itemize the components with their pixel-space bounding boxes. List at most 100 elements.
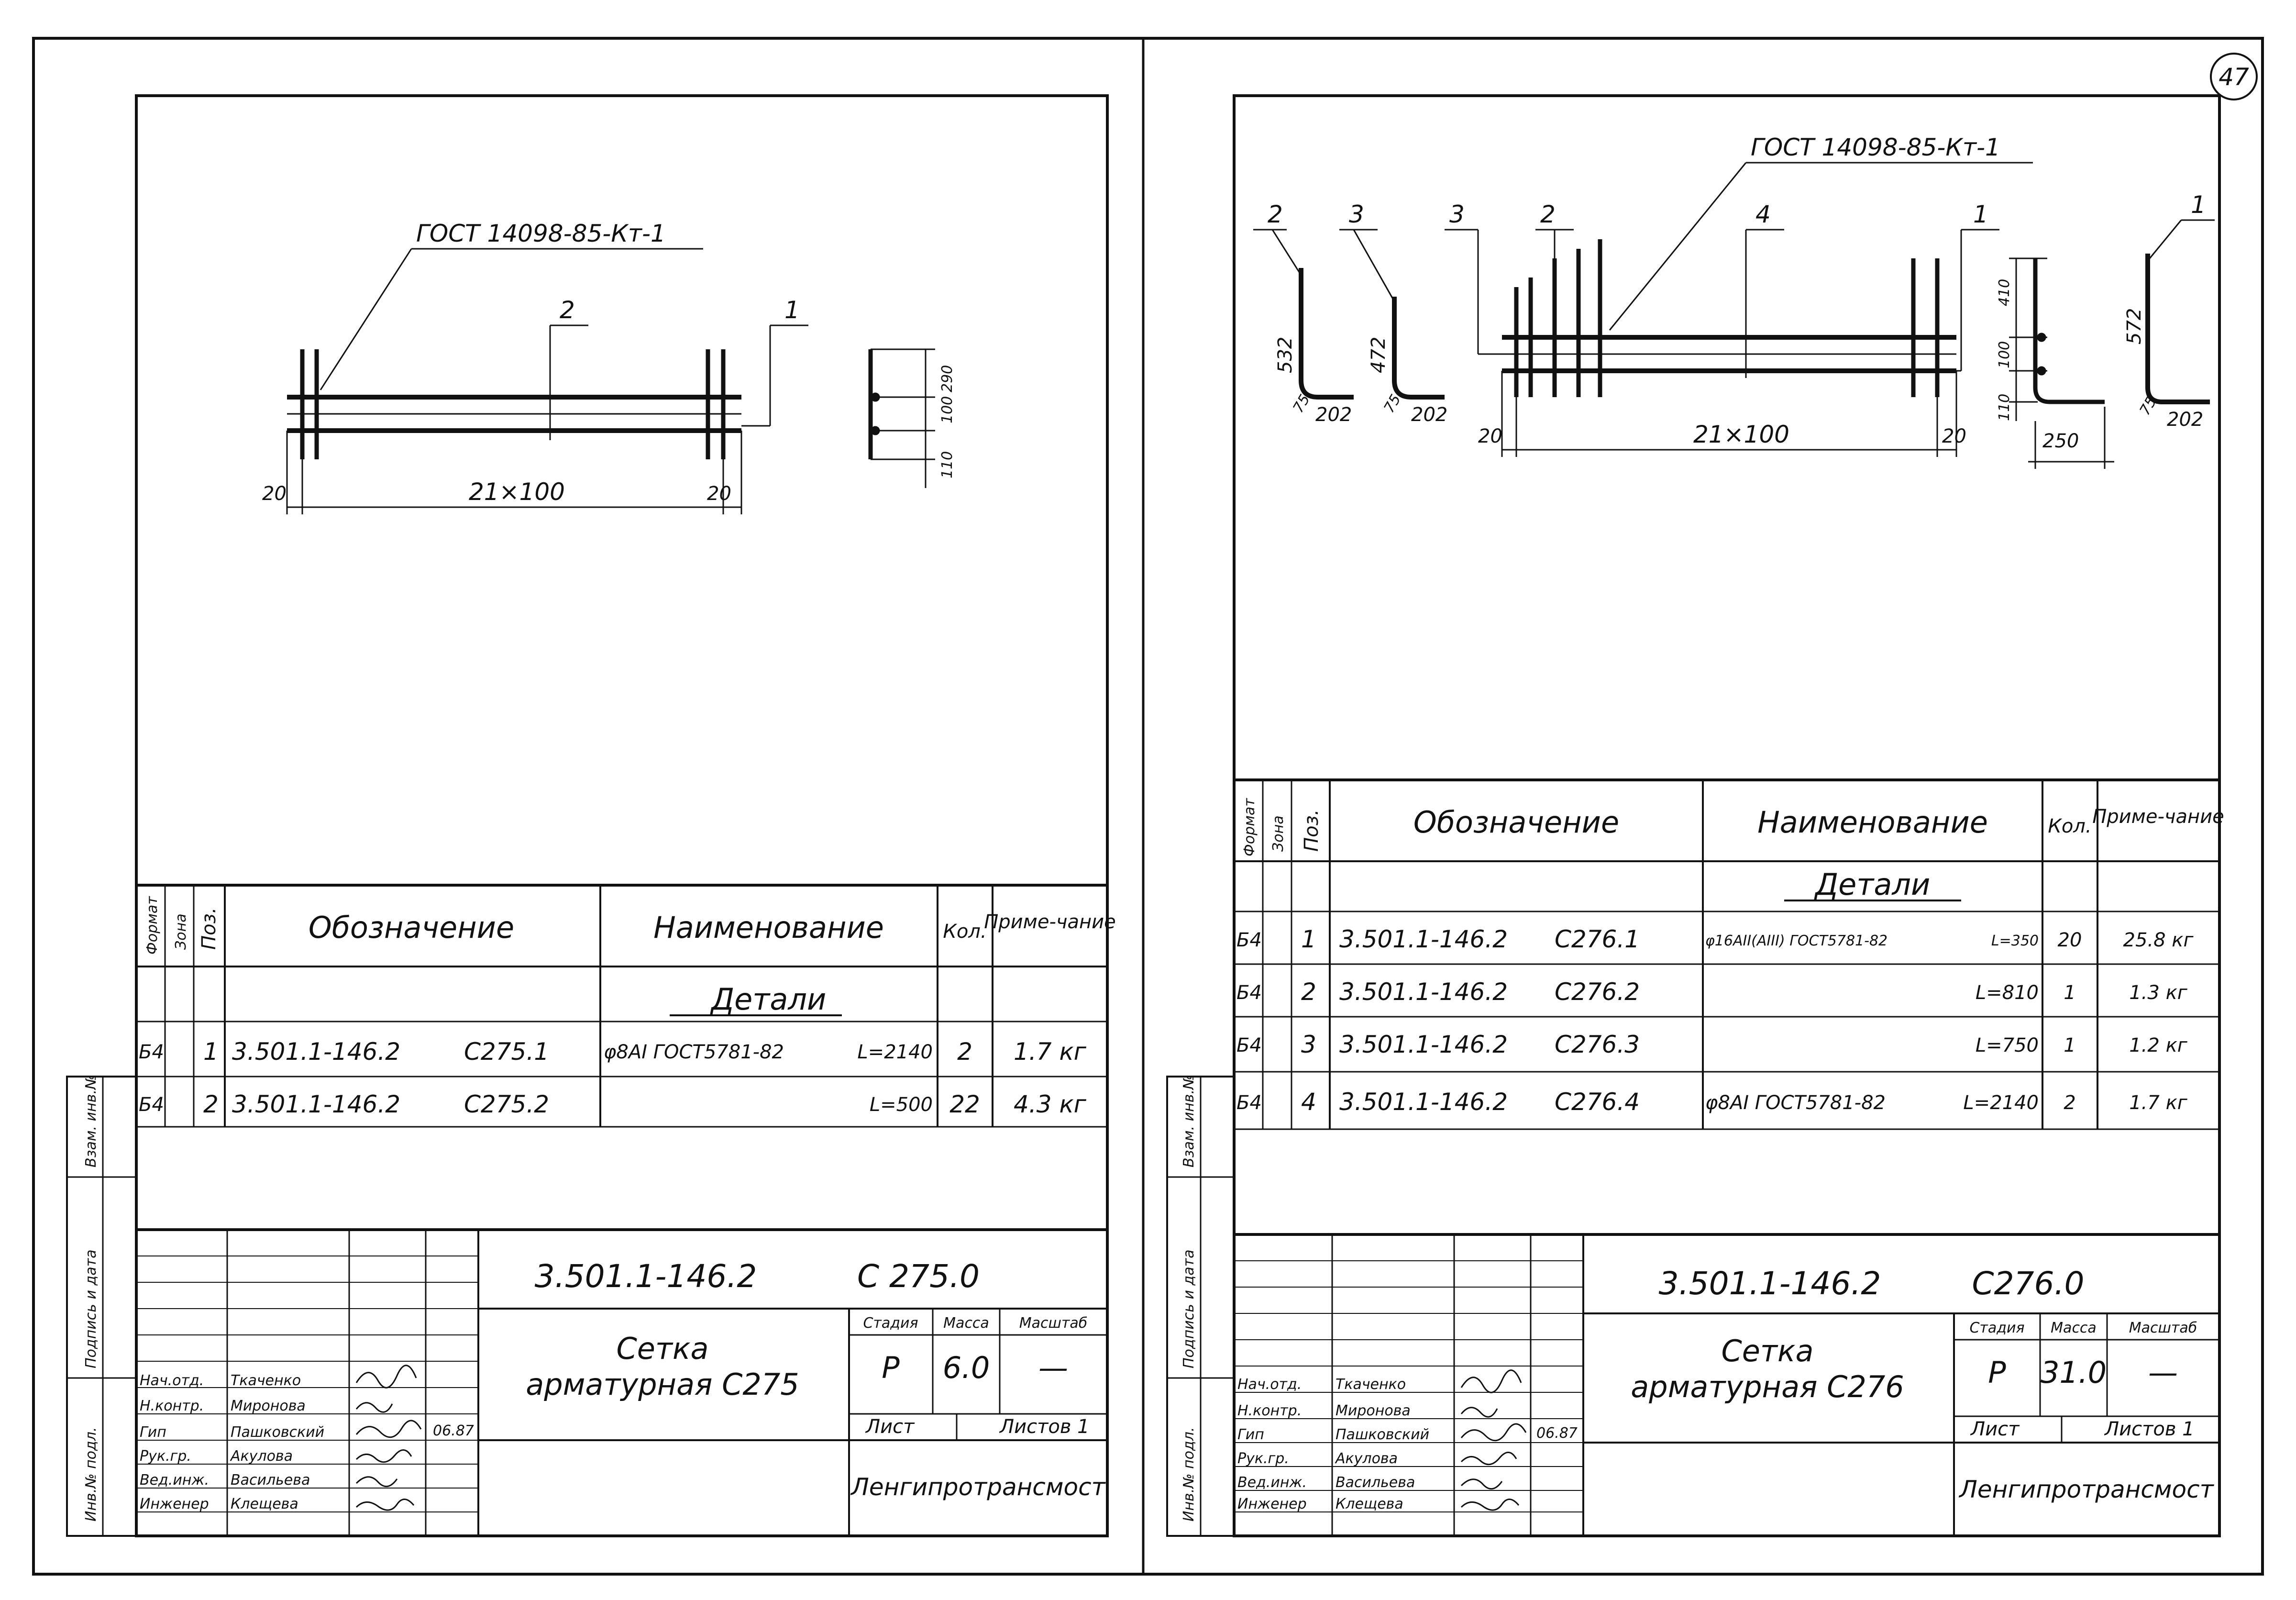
dim-span: 21×100 xyxy=(469,478,565,506)
side-label-sign: Подпись и дата xyxy=(83,1250,99,1369)
svg-text:1.2 кг: 1.2 кг xyxy=(2129,1034,2187,1056)
svg-text:L=810: L=810 xyxy=(1976,982,2039,1004)
hdr-name: Наименование xyxy=(1757,805,1988,840)
side-label-sign: Подпись и дата xyxy=(1181,1250,1197,1369)
doc-number: 3.501.1-146.2 xyxy=(1659,1265,1881,1302)
svg-text:2: 2 xyxy=(957,1038,972,1066)
left-side-labels: Инв.№ подл. Подпись и дата Взам. инв.№ xyxy=(83,1075,99,1522)
hdr-name: Наименование xyxy=(653,910,884,945)
dim-end-right: 20 xyxy=(707,483,731,505)
callout-bent-3: 3 xyxy=(1349,200,1364,228)
dim-end-right: 20 xyxy=(1942,425,1966,447)
hdr-zone: Зона xyxy=(1270,815,1287,852)
svg-text:φ16АII(АIII) ГОСТ5781-82: φ16АII(АIII) ГОСТ5781-82 xyxy=(1705,933,1888,949)
svg-text:L=750: L=750 xyxy=(1976,1034,2039,1056)
svg-text:Инженер: Инженер xyxy=(1237,1496,1307,1512)
svg-text:Б4: Б4 xyxy=(139,1094,164,1116)
callout-mesh-2: 2 xyxy=(1540,200,1556,228)
table-row: Б4 2 3.501.1-146.2 С275.2 L=500 22 4.3 к… xyxy=(139,1090,1087,1118)
outer-frame xyxy=(32,37,2264,1576)
svg-text:3.501.1-146.2: 3.501.1-146.2 xyxy=(232,1090,400,1118)
label-sheet: Лист xyxy=(865,1416,915,1438)
svg-text:1: 1 xyxy=(1301,925,1316,953)
bent-left-h1: 532 xyxy=(1274,337,1296,373)
label-sheets: Листов 1 xyxy=(2104,1418,2195,1440)
svg-text:1.7 кг: 1.7 кг xyxy=(2129,1092,2187,1114)
side-label-inv: Инв.№ подл. xyxy=(83,1427,99,1522)
label-stage: Стадия xyxy=(863,1315,918,1332)
hdr-format: Формат xyxy=(144,896,161,955)
value-mass: 31.0 xyxy=(2041,1355,2107,1390)
svg-text:С276.1: С276.1 xyxy=(1555,925,1640,953)
label-sheet: Лист xyxy=(1970,1418,2020,1440)
left-signatures xyxy=(355,1365,422,1511)
bent-left-w2: 202 xyxy=(1411,404,1447,426)
table-row: Б4 1 3.501.1-146.2 С275.1 φ8АI ГОСТ5781-… xyxy=(139,1038,1087,1066)
right-spec-table xyxy=(1234,778,2219,1236)
right-drawing-labels: ГОСТ 14098-85-Кт-1 2 3 3 2 4 1 1 532 472… xyxy=(1268,133,2206,452)
right-title-text: 3.501.1-146.2 С276.0 Сетка арматурная С2… xyxy=(1237,1265,2215,1512)
svg-text:φ8АI ГОСТ5781-82: φ8АI ГОСТ5781-82 xyxy=(604,1041,784,1063)
svg-text:3.501.1-146.2: 3.501.1-146.2 xyxy=(1339,978,1508,1006)
hdr-note: Приме-чание xyxy=(2092,806,2224,828)
svg-text:φ8АI ГОСТ5781-82: φ8АI ГОСТ5781-82 xyxy=(1705,1092,1886,1114)
left-mesh-drawing xyxy=(286,248,935,514)
table-row: Б4 1 3.501.1-146.2 С276.1 φ16АII(АIII) Г… xyxy=(1236,925,2194,953)
value-stage: Р xyxy=(882,1350,900,1385)
svg-text:3.501.1-146.2: 3.501.1-146.2 xyxy=(1339,1088,1508,1116)
svg-text:4.3 кг: 4.3 кг xyxy=(1014,1090,1087,1118)
callout-bent-1: 1 xyxy=(2191,191,2206,219)
svg-text:L=500: L=500 xyxy=(870,1094,933,1116)
svg-text:Ткаченко: Ткаченко xyxy=(231,1372,301,1389)
svg-text:Клещева: Клещева xyxy=(231,1496,298,1512)
bent-left-h2: 472 xyxy=(1368,337,1390,373)
hdr-designation: Обозначение xyxy=(309,910,514,945)
date: 06.87 xyxy=(1536,1425,1578,1442)
left-spec-text: Формат Зона Поз. Обозначение Наименовани… xyxy=(139,896,1116,1118)
hdr-qty: Кол. xyxy=(2048,815,2091,837)
value-scale: — xyxy=(2148,1355,2178,1390)
title-line2: арматурная С275 xyxy=(526,1367,799,1402)
svg-text:Рук.гр.: Рук.гр. xyxy=(140,1448,191,1465)
date: 06.87 xyxy=(433,1422,474,1439)
side-label-replace: Взам. инв.№ xyxy=(1181,1075,1197,1167)
svg-text:1.3 кг: 1.3 кг xyxy=(2129,982,2187,1004)
standard-note: ГОСТ 14098-85-Кт-1 xyxy=(1751,133,2000,161)
bent-right-w: 202 xyxy=(2167,409,2203,431)
svg-text:Клещева: Клещева xyxy=(1336,1496,1403,1512)
right-sheet: Инв.№ подл. Подпись и дата Взам. инв.№ xyxy=(1166,94,2224,1537)
svg-text:Б4: Б4 xyxy=(1236,1092,1262,1114)
svg-text:Б4: Б4 xyxy=(1236,929,1262,951)
value-scale: — xyxy=(1038,1350,1068,1385)
org-name: Ленгипротрансмост xyxy=(1958,1476,2214,1503)
section-dim-mid: 100 xyxy=(1996,341,2013,368)
drawing-code: С 275.0 xyxy=(857,1258,980,1295)
left-sheet: Инв.№ подл. Подпись и дата Взам. инв.№ xyxy=(66,94,1116,1537)
svg-text:Васильева: Васильева xyxy=(231,1472,310,1489)
svg-text:Нач.отд.: Нач.отд. xyxy=(1237,1376,1302,1393)
svg-text:Н.контр.: Н.контр. xyxy=(140,1398,204,1414)
svg-text:С276.2: С276.2 xyxy=(1555,978,1640,1006)
left-title-text: 3.501.1-146.2 С 275.0 Сетка арматурная С… xyxy=(140,1258,1106,1512)
right-spec-text: Формат Зона Поз. Обозначение Наименовани… xyxy=(1236,798,2224,1116)
callout-mesh-3: 3 xyxy=(1449,200,1465,228)
side-label-replace: Взам. инв.№ xyxy=(83,1075,99,1167)
svg-text:3.501.1-146.2: 3.501.1-146.2 xyxy=(1339,1031,1508,1058)
svg-text:2: 2 xyxy=(1301,978,1316,1006)
value-stage: Р xyxy=(1988,1355,2006,1390)
svg-text:Пашковский: Пашковский xyxy=(231,1424,324,1441)
svg-text:Ткаченко: Ткаченко xyxy=(1336,1376,1406,1393)
standard-note: ГОСТ 14098-85-Кт-1 xyxy=(416,220,666,247)
svg-text:L=2140: L=2140 xyxy=(1963,1092,2039,1114)
svg-text:2: 2 xyxy=(2064,1092,2075,1114)
hdr-zone: Зона xyxy=(173,913,189,950)
title-line2: арматурная С276 xyxy=(1631,1369,1904,1404)
svg-text:Н.контр.: Н.контр. xyxy=(1237,1402,1302,1419)
svg-text:3.501.1-146.2: 3.501.1-146.2 xyxy=(232,1038,400,1066)
svg-text:L=2140: L=2140 xyxy=(857,1041,933,1063)
svg-text:1: 1 xyxy=(2064,982,2075,1004)
svg-text:3: 3 xyxy=(1301,1031,1316,1058)
svg-text:С276.3: С276.3 xyxy=(1555,1031,1640,1058)
bent-left-w1: 202 xyxy=(1315,404,1352,426)
left-title-block xyxy=(136,1230,1107,1536)
